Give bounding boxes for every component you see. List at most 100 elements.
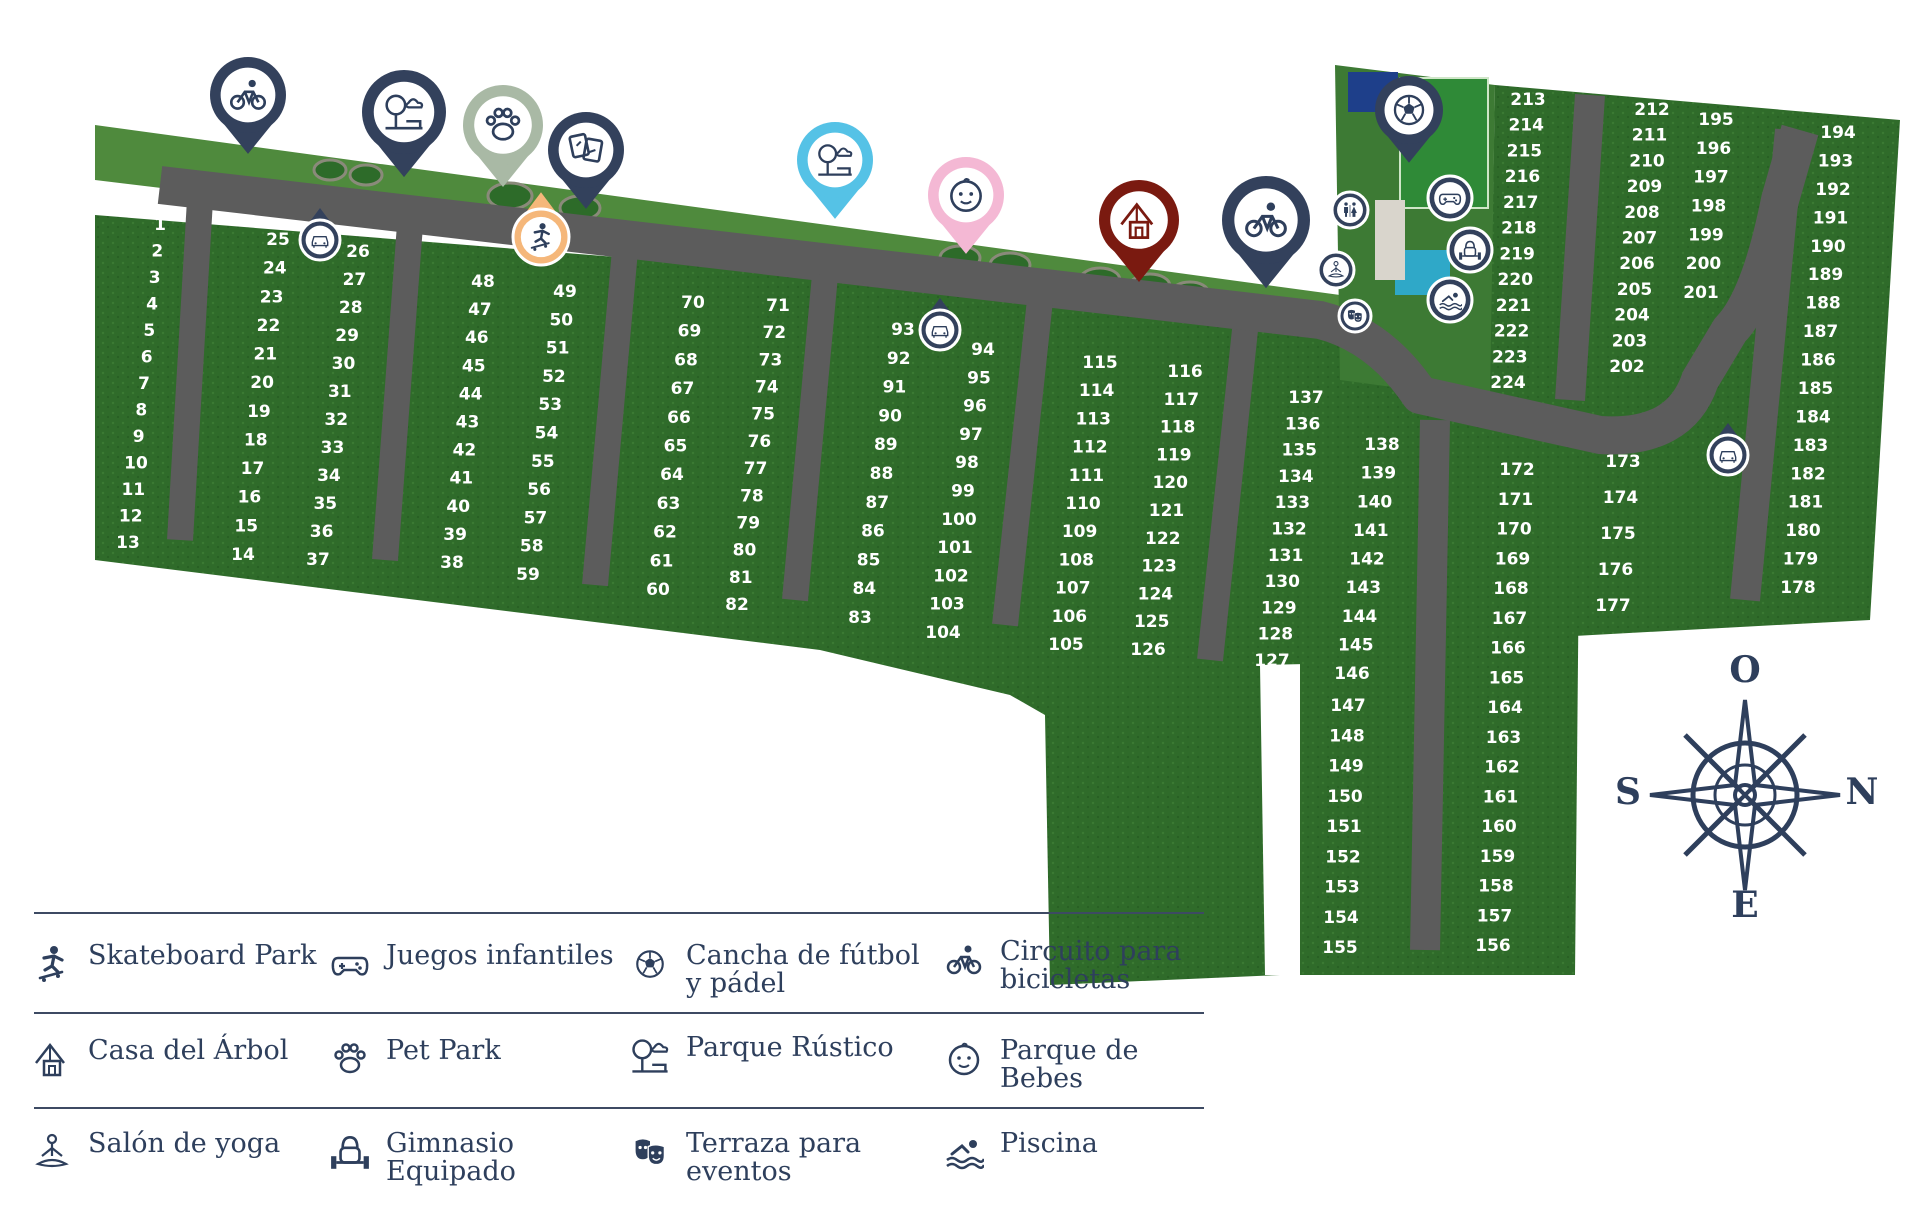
map-pin-bicycle[interactable] — [1222, 176, 1310, 289]
lot-number[interactable]: 217 — [1503, 193, 1539, 213]
lot-number[interactable]: 213 — [1510, 90, 1546, 110]
map-pin-soccer-ball[interactable] — [1375, 76, 1443, 163]
lot-number[interactable]: 67 — [671, 379, 695, 399]
lot-number[interactable]: 171 — [1498, 490, 1534, 510]
lot-number[interactable]: 65 — [664, 437, 688, 457]
lot-number[interactable]: 139 — [1361, 464, 1397, 484]
lot-number[interactable]: 190 — [1810, 237, 1846, 257]
lot-number[interactable]: 212 — [1634, 100, 1670, 120]
map-pin-toys[interactable] — [548, 112, 624, 209]
lot-number[interactable]: 204 — [1614, 306, 1650, 326]
lot-number[interactable]: 3 — [149, 268, 161, 288]
lot-number[interactable]: 165 — [1489, 668, 1525, 688]
lot-number[interactable]: 14 — [231, 545, 255, 565]
lot-number[interactable]: 124 — [1138, 584, 1174, 604]
lot-number[interactable]: 143 — [1346, 578, 1382, 598]
lot-number[interactable]: 7 — [138, 374, 150, 394]
lot-number[interactable]: 87 — [865, 493, 889, 513]
lot-number[interactable]: 185 — [1798, 379, 1834, 399]
lot-number[interactable]: 133 — [1275, 493, 1311, 513]
lot-number[interactable]: 73 — [759, 350, 783, 370]
lot-number[interactable]: 187 — [1803, 322, 1839, 342]
lot-number[interactable]: 215 — [1507, 142, 1543, 162]
lot-number[interactable]: 12 — [119, 507, 143, 527]
map-pin-park[interactable] — [797, 122, 873, 219]
lot-number[interactable]: 196 — [1696, 139, 1732, 159]
lot-number[interactable]: 96 — [963, 397, 987, 417]
lot-number[interactable]: 207 — [1622, 229, 1658, 249]
lot-number[interactable]: 138 — [1364, 435, 1400, 455]
lot-number[interactable]: 70 — [681, 293, 705, 313]
lot-number[interactable]: 16 — [238, 488, 262, 508]
lot-number[interactable]: 18 — [244, 431, 268, 451]
lot-number[interactable]: 20 — [250, 373, 274, 393]
lot-number[interactable]: 104 — [925, 623, 961, 643]
lot-number[interactable]: 224 — [1490, 373, 1526, 393]
lot-number[interactable]: 55 — [531, 452, 555, 472]
lot-number[interactable]: 186 — [1800, 351, 1836, 371]
lot-number[interactable]: 151 — [1326, 817, 1362, 837]
lot-number[interactable]: 201 — [1683, 283, 1719, 303]
lot-number[interactable]: 81 — [729, 568, 753, 588]
lot-number[interactable]: 32 — [324, 410, 348, 430]
lot-number[interactable]: 208 — [1624, 203, 1660, 223]
lot-number[interactable]: 118 — [1160, 418, 1196, 438]
lot-number[interactable]: 161 — [1483, 787, 1519, 807]
lot-number[interactable]: 98 — [955, 453, 979, 473]
lot-number[interactable]: 144 — [1342, 607, 1378, 627]
lot-number[interactable]: 210 — [1629, 151, 1665, 171]
map-pin-yoga[interactable] — [1316, 250, 1356, 290]
lot-number[interactable]: 193 — [1818, 151, 1854, 171]
lot-number[interactable]: 37 — [306, 550, 330, 570]
lot-number[interactable]: 156 — [1475, 936, 1511, 956]
lot-number[interactable]: 84 — [852, 579, 876, 599]
lot-number[interactable]: 178 — [1780, 578, 1816, 598]
lot-number[interactable]: 162 — [1484, 758, 1520, 778]
lot-number[interactable]: 15 — [234, 516, 258, 536]
lot-number[interactable]: 219 — [1499, 244, 1535, 264]
map-pin-treehouse[interactable] — [1099, 180, 1179, 282]
lot-number[interactable]: 85 — [857, 550, 881, 570]
lot-number[interactable]: 103 — [929, 595, 965, 615]
lot-number[interactable]: 94 — [971, 340, 995, 360]
map-pin-theater-masks[interactable] — [1337, 298, 1373, 334]
lot-number[interactable]: 164 — [1487, 698, 1523, 718]
lot-number[interactable]: 209 — [1627, 177, 1663, 197]
lot-number[interactable]: 134 — [1278, 467, 1314, 487]
lot-number[interactable]: 135 — [1281, 441, 1317, 461]
lot-number[interactable]: 31 — [328, 382, 352, 402]
lot-number[interactable]: 83 — [848, 608, 872, 628]
lot-number[interactable]: 152 — [1325, 847, 1361, 867]
lot-number[interactable]: 137 — [1288, 388, 1324, 408]
lot-number[interactable]: 110 — [1065, 494, 1101, 514]
lot-number[interactable]: 46 — [465, 328, 489, 348]
map-pin-gym[interactable] — [1446, 226, 1494, 274]
lot-number[interactable]: 122 — [1145, 529, 1181, 549]
map-pin-bicycle[interactable] — [210, 57, 286, 154]
lot-number[interactable]: 159 — [1480, 847, 1516, 867]
lot-number[interactable]: 113 — [1075, 409, 1111, 429]
lot-number[interactable]: 108 — [1058, 550, 1094, 570]
lot-number[interactable]: 10 — [124, 454, 148, 474]
lot-number[interactable]: 154 — [1323, 908, 1359, 928]
lot-number[interactable]: 92 — [887, 349, 911, 369]
lot-number[interactable]: 57 — [524, 508, 548, 528]
lot-number[interactable]: 1 — [154, 215, 166, 235]
map-pin-gamepad[interactable] — [1426, 174, 1474, 222]
lot-number[interactable]: 173 — [1605, 452, 1641, 472]
lot-number[interactable]: 86 — [861, 522, 885, 542]
lot-number[interactable]: 59 — [516, 565, 540, 585]
lot-number[interactable]: 58 — [520, 537, 544, 557]
lot-number[interactable]: 218 — [1501, 219, 1537, 239]
lot-number[interactable]: 79 — [736, 514, 760, 534]
lot-number[interactable]: 53 — [538, 395, 562, 415]
lot-number[interactable]: 214 — [1508, 116, 1544, 136]
lot-number[interactable]: 99 — [951, 482, 975, 502]
lot-number[interactable]: 198 — [1691, 197, 1727, 217]
lot-number[interactable]: 106 — [1052, 607, 1088, 627]
lot-number[interactable]: 203 — [1612, 331, 1648, 351]
lot-number[interactable]: 114 — [1079, 381, 1115, 401]
lot-number[interactable]: 51 — [546, 339, 570, 359]
lot-number[interactable]: 172 — [1499, 460, 1535, 480]
lot-number[interactable]: 149 — [1328, 757, 1364, 777]
